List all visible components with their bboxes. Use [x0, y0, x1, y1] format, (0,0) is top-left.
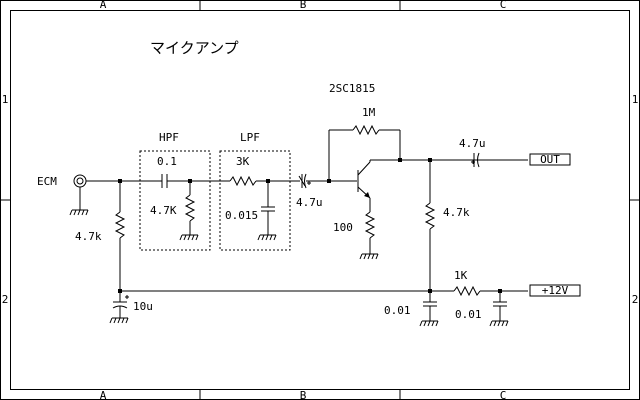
capacitor-supply-2-label: 0.01	[455, 308, 482, 321]
ground-hpf	[179, 234, 199, 241]
resistor-supply-label: 1K	[454, 269, 468, 282]
ground-bias	[109, 317, 129, 324]
lpf-label: LPF	[240, 131, 260, 144]
vcc-terminal	[529, 284, 581, 297]
inner-frame	[10, 10, 630, 390]
capacitor-coupling	[298, 173, 311, 189]
resistor-hpf	[184, 194, 196, 222]
resistor-emitter	[364, 211, 376, 239]
resistor-lpf	[229, 175, 257, 187]
lpf-box	[219, 150, 291, 251]
col-label-b-bottom: B	[300, 389, 307, 400]
resistor-feedback-label: 1M	[362, 106, 376, 119]
col-label-a-bottom: A	[100, 389, 107, 400]
ecm-microphone	[73, 174, 87, 210]
hpf-box	[139, 150, 211, 251]
transistor-label: 2SC1815	[329, 82, 375, 95]
transistor-npn	[357, 161, 371, 199]
capacitor-lpf-label: 0.015	[225, 209, 258, 222]
col-label-c-top: C	[500, 0, 507, 11]
ground-ecm	[69, 209, 89, 216]
ground-supply-2	[489, 320, 509, 327]
row-label-1-left: 1	[2, 93, 9, 106]
capacitor-bias	[112, 291, 129, 318]
resistor-input-bias-label: 4.7k	[75, 230, 102, 243]
col-label-a-top: A	[100, 0, 107, 11]
resistor-collector	[424, 202, 436, 230]
col-label-b-top: B	[300, 0, 307, 11]
resistor-lpf-label: 3K	[236, 155, 250, 168]
junction-collector	[398, 158, 402, 162]
row-label-2-left: 2	[2, 293, 9, 306]
out-terminal	[529, 153, 571, 166]
capacitor-supply-2	[493, 291, 507, 321]
capacitor-output	[471, 152, 480, 168]
hpf-label: HPF	[159, 131, 179, 144]
ecm-label: ECM	[37, 175, 57, 188]
resistor-emitter-label: 100	[333, 221, 353, 234]
capacitor-lpf	[261, 181, 275, 235]
resistor-collector-label: 4.7k	[443, 206, 470, 219]
capacitor-hpf	[161, 174, 168, 188]
ground-supply-1	[419, 320, 439, 327]
row-label-1-right: 1	[632, 93, 639, 106]
capacitor-bias-label: 10u	[133, 300, 153, 313]
resistor-feedback	[352, 124, 380, 136]
resistor-supply	[453, 285, 481, 297]
row-label-2-right: 2	[632, 293, 639, 306]
capacitor-coupling-label: 4.7u	[296, 196, 323, 209]
ground-lpf	[257, 234, 277, 241]
diagram-title: マイクアンプ	[150, 39, 239, 57]
capacitor-output-label: 4.7u	[459, 137, 486, 150]
vcc-terminal-label: +12V	[542, 284, 569, 297]
capacitor-supply-1	[423, 291, 437, 321]
capacitor-hpf-label: 0.1	[157, 155, 177, 168]
resistor-hpf-label: 4.7K	[150, 204, 177, 217]
col-label-c-bottom: C	[500, 389, 507, 400]
capacitor-supply-1-label: 0.01	[384, 304, 411, 317]
ground-emitter	[359, 253, 379, 260]
out-terminal-label: OUT	[540, 153, 560, 166]
resistor-input-bias	[114, 211, 126, 239]
